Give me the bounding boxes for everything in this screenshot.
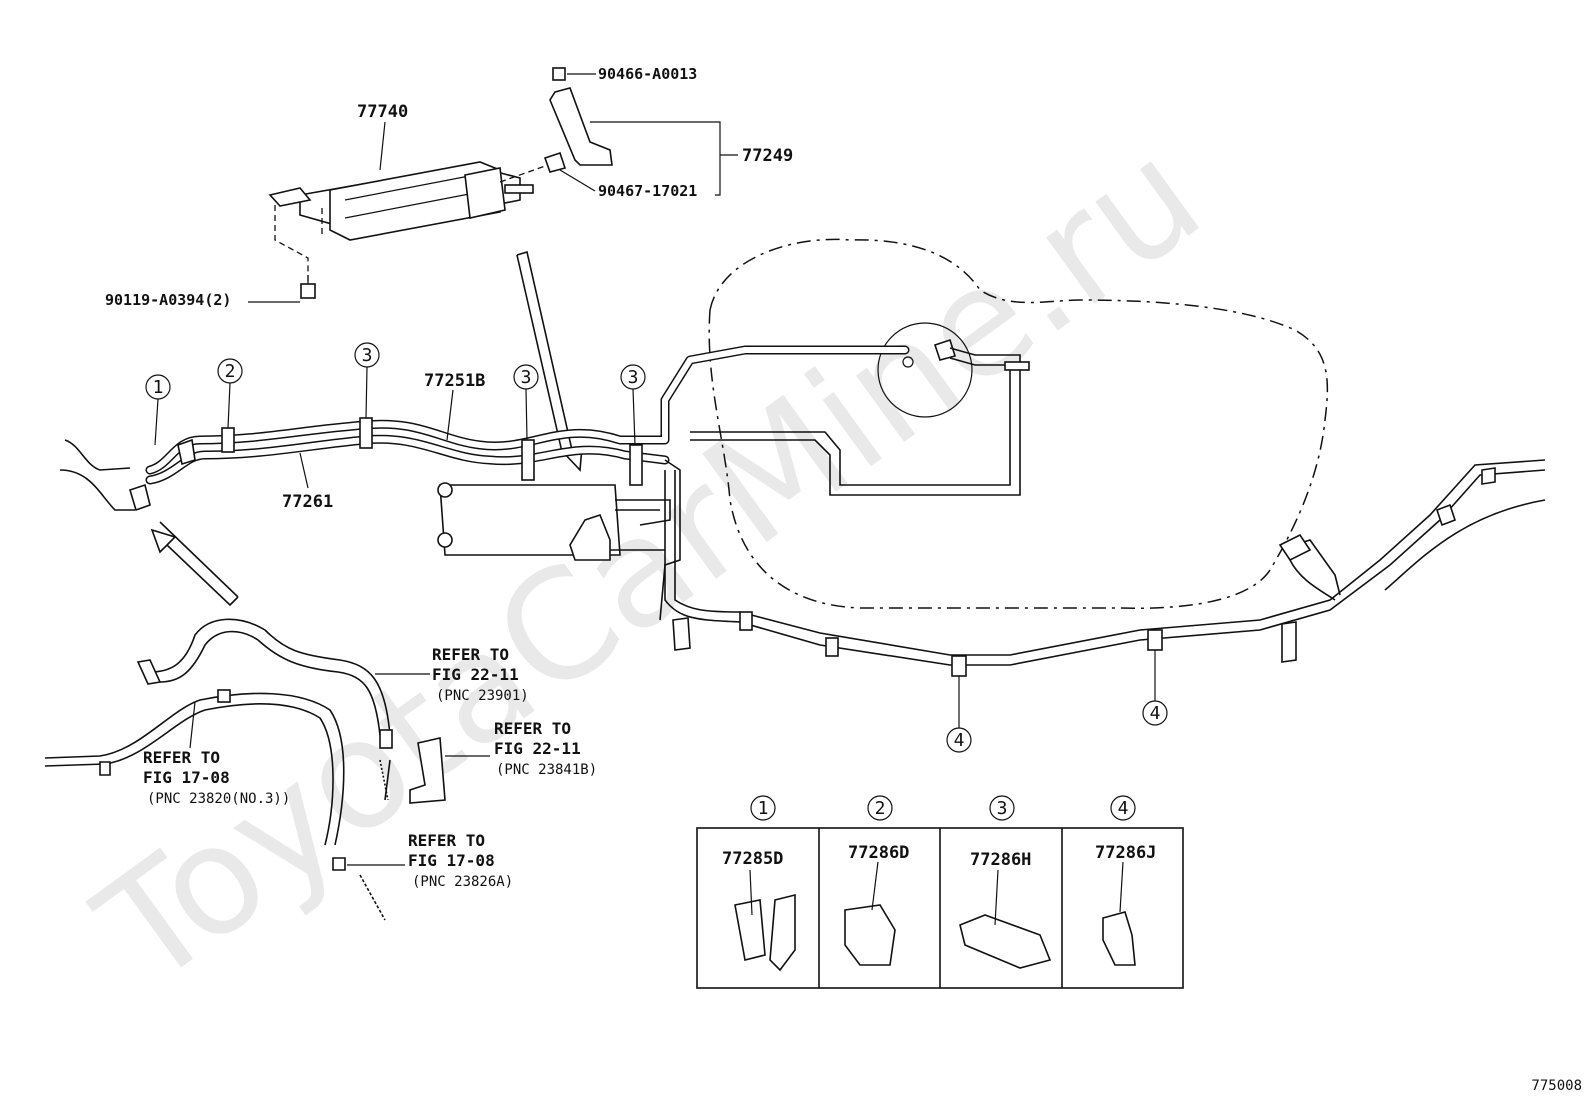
callout-2: 2 (217, 358, 243, 429)
svg-text:3: 3 (997, 798, 1008, 819)
svg-text:FIG 22-11: FIG 22-11 (494, 739, 581, 758)
callout-1: 1 (145, 374, 171, 446)
svg-text:77286H: 77286H (970, 850, 1031, 870)
callout-3b: 3 (513, 364, 539, 441)
svg-text:77286J: 77286J (1095, 843, 1156, 863)
diagram-id: 775008 (1531, 1078, 1582, 1094)
svg-text:3: 3 (362, 345, 373, 366)
svg-text:(PNC 23820(NO.3)): (PNC 23820(NO.3)) (147, 791, 290, 807)
svg-text:(PNC 23841B): (PNC 23841B) (496, 762, 597, 778)
svg-text:4: 4 (1118, 798, 1129, 819)
svg-text:(PNC 23826A): (PNC 23826A) (412, 874, 513, 890)
svg-text:77286D: 77286D (848, 843, 909, 863)
clamp-3c (629, 444, 643, 486)
canister-top-drawing (268, 161, 534, 285)
part-label-90119: 90119-A0394(2) (105, 291, 231, 309)
svg-text:REFER TO: REFER TO (408, 831, 485, 850)
callout-3a: 3 (354, 342, 380, 419)
svg-text:3: 3 (521, 367, 532, 388)
hose-77249-drawing (499, 67, 613, 183)
svg-text:4: 4 (1150, 703, 1161, 724)
ref-fig-22-11-b: REFER TO FIG 22-11 (PNC 23841B) (445, 719, 597, 778)
svg-text:77285D: 77285D (722, 849, 783, 869)
part-label-90467: 90467-17021 (598, 182, 697, 200)
legend-col-3: 3 77286H (959, 795, 1052, 969)
callout-4a: 4 (946, 676, 972, 753)
svg-text:FIG 22-11: FIG 22-11 (432, 665, 519, 684)
svg-text:3: 3 (628, 367, 639, 388)
svg-text:(PNC 23901): (PNC 23901) (436, 688, 529, 704)
callout-4b: 4 (1142, 650, 1168, 726)
svg-text:FIG 17-08: FIG 17-08 (408, 851, 495, 870)
part-label-77251b: 77251B (424, 371, 485, 391)
bolt-icon (300, 275, 316, 299)
part-label-77740: 77740 (357, 102, 408, 122)
svg-text:FIG 17-08: FIG 17-08 (143, 768, 230, 787)
legend-col-1: 1 77285D (722, 795, 796, 972)
legend-col-2: 2 77286D (844, 795, 909, 966)
ref-fig-17-08-b: REFER TO FIG 17-08 (PNC 23826A) (347, 831, 513, 890)
clamp-2 (221, 427, 235, 453)
part-label-77261: 77261 (282, 492, 333, 512)
part-label-90466: 90466-A0013 (598, 65, 697, 83)
svg-text:2: 2 (875, 798, 886, 819)
clip-legend-table: 1 77285D 2 77286D 3 77286H 4 77286J (696, 795, 1184, 989)
svg-text:REFER TO: REFER TO (494, 719, 571, 738)
clamp-3a (359, 417, 373, 449)
svg-text:2: 2 (225, 361, 236, 382)
legend-col-4: 4 77286J (1095, 795, 1156, 966)
svg-text:4: 4 (954, 730, 965, 751)
svg-text:1: 1 (153, 377, 164, 398)
canister-lower-drawing (437, 459, 681, 621)
lower-pipes (664, 459, 1546, 677)
fuel-tank-outline (708, 238, 1329, 609)
svg-text:REFER TO: REFER TO (432, 645, 509, 664)
clamp-3b (521, 439, 535, 481)
part-label-77249: 77249 (742, 146, 793, 166)
ref-fig-17-08-a: REFER TO FIG 17-08 (PNC 23820(NO.3)) (143, 701, 290, 807)
reference-hoses (44, 618, 446, 921)
arrow-up-left-icon (150, 521, 239, 607)
ref-fig-22-11-a: REFER TO FIG 22-11 (PNC 23901) (375, 645, 529, 704)
watermark: ToyotaCarMine.ru (68, 108, 1231, 1020)
svg-text:1: 1 (758, 798, 769, 819)
tube-assembly (59, 345, 910, 512)
callout-3c: 3 (620, 364, 646, 446)
svg-text:REFER TO: REFER TO (143, 748, 220, 767)
